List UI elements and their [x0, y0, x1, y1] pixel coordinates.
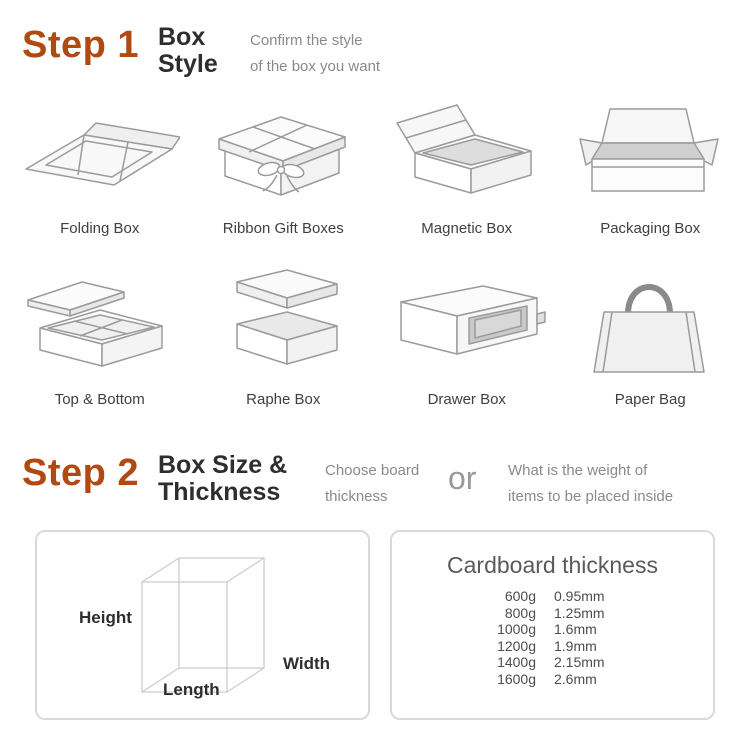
box-style-top-bottom: Top & Bottom — [8, 259, 192, 408]
box-style-raphe-box: Raphe Box — [192, 259, 376, 408]
box-style-label: Drawer Box — [427, 391, 506, 408]
thickness-weight: 1400g — [497, 654, 536, 670]
step2-option2-line2: items to be placed inside — [508, 488, 674, 505]
thickness-weight: 1200g — [497, 637, 536, 654]
box-style-label: Magnetic Box — [421, 220, 513, 237]
box-style-magnetic-box: Magnetic Box — [375, 88, 559, 237]
box-style-label: Paper Bag — [614, 391, 686, 408]
thickness-weight: 1600g — [497, 670, 536, 687]
thickness-mm: 2.6mm — [554, 670, 597, 687]
thickness-weight: 1000g — [497, 621, 536, 637]
box-size-panel: Height Width Length — [35, 530, 370, 720]
box-style-folding-box: Folding Box — [8, 88, 192, 237]
ribbon-gift-box-icon — [218, 116, 346, 196]
drawer-box-icon — [400, 285, 546, 355]
step2-option1-line1: Choose board — [325, 462, 420, 479]
raphe-box-icon — [236, 269, 338, 365]
step1-description: Confirm the style of the box you want — [250, 28, 380, 80]
step1-title: Box Style — [158, 24, 218, 78]
thickness-mm: 2.15mm — [554, 654, 605, 670]
or-label: or — [448, 460, 477, 496]
box-style-label: Folding Box — [60, 220, 140, 237]
magnetic-box-icon — [396, 104, 532, 194]
step2-option1: Choose board thickness — [325, 458, 419, 510]
length-label: Length — [163, 680, 220, 699]
paper-bag-icon — [593, 284, 705, 373]
height-label: Height — [79, 608, 132, 627]
thickness-mm: 1.25mm — [554, 604, 605, 621]
top-bottom-box-icon — [27, 281, 163, 367]
box-style-packaging-box: Packaging Box — [559, 88, 743, 237]
thickness-mm: 1.6mm — [554, 621, 597, 637]
packaging-box-icon — [579, 108, 719, 192]
step2-option2-line1: What is the weight of — [508, 462, 648, 479]
step2-option1-line2: thickness — [325, 488, 388, 505]
step1-desc-line2: of the box you want — [250, 58, 381, 75]
step2-title-line1: Box Size & — [158, 451, 288, 479]
box-style-label: Raphe Box — [246, 391, 321, 408]
folding-box-icon — [25, 122, 180, 186]
step1-label: Step 1 — [22, 24, 140, 66]
box-style-label: Ribbon Gift Boxes — [222, 220, 344, 237]
step2-label: Step 2 — [22, 452, 140, 494]
width-label: Width — [283, 654, 331, 673]
step2-title-line2: Thickness — [158, 478, 281, 506]
step2-title: Box Size & Thickness — [158, 452, 287, 506]
thickness-title: Cardboard thickness — [447, 552, 658, 578]
step1-title-line1: Box — [158, 23, 206, 51]
thickness-table: 600g 0.95mm 800g 1.25mm 1000g 1.6mm 1200… — [464, 588, 605, 687]
box-style-label: Top & Bottom — [54, 391, 145, 408]
box-style-drawer-box: Drawer Box — [375, 259, 559, 408]
box-style-grid: Folding Box Ribbon Gift Boxes — [8, 88, 742, 408]
box-style-paper-bag: Paper Bag — [559, 259, 743, 408]
thickness-mm: 0.95mm — [554, 588, 605, 604]
thickness-weight: 600g — [504, 588, 536, 604]
thickness-mm: 1.9mm — [554, 637, 597, 654]
thickness-weight: 800g — [504, 604, 536, 621]
box-style-label: Packaging Box — [600, 220, 701, 237]
step1-title-line2: Style — [158, 50, 218, 78]
step1-desc-line1: Confirm the style — [250, 32, 363, 49]
step2-option2: What is the weight of items to be placed… — [508, 458, 673, 510]
cardboard-thickness-panel: Cardboard thickness 600g 0.95mm 800g 1.2… — [390, 530, 715, 720]
box-style-ribbon-gift-boxes: Ribbon Gift Boxes — [192, 88, 376, 237]
wireframe-cube-icon — [141, 557, 265, 693]
